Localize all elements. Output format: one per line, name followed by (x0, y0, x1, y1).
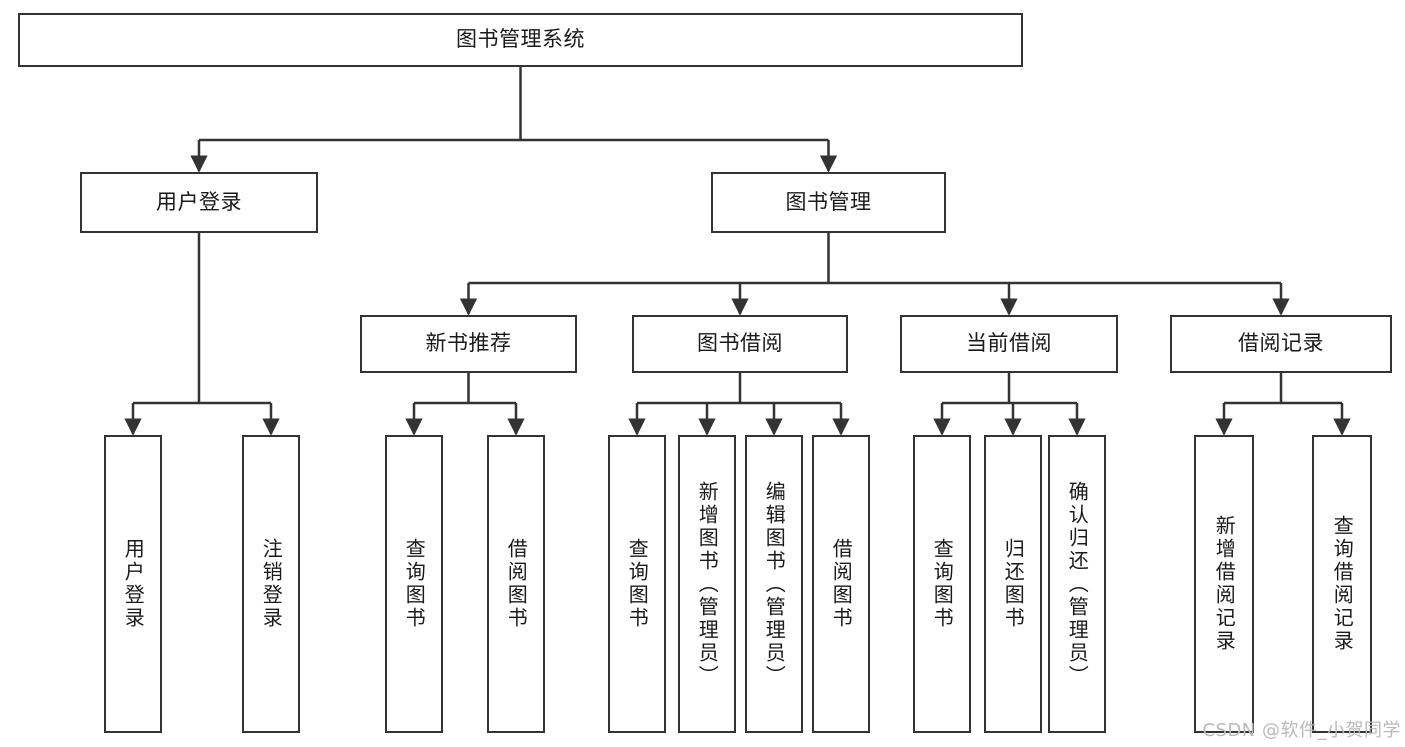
node-label: 注销登录 (259, 538, 284, 630)
node-label: 图书借阅 (697, 331, 783, 356)
node-label: 借阅图书 (829, 538, 854, 630)
node-label: 查询借阅记录 (1330, 515, 1355, 653)
node-label: 新书推荐 (425, 331, 512, 356)
node-book-borrow[interactable]: 图书借阅 (632, 315, 848, 373)
node-leaf-add-record[interactable]: 新增借阅记录 (1194, 435, 1254, 733)
node-label: 编辑图书（管理员） (762, 480, 787, 688)
node-leaf-query-book-3[interactable]: 查询图书 (913, 435, 971, 733)
node-label: 用户登录 (156, 189, 242, 214)
node-label: 新增图书（管理员） (695, 480, 720, 688)
node-leaf-confirm-ret[interactable]: 确认归还（管理员） (1048, 435, 1106, 733)
node-leaf-query-book-2[interactable]: 查询图书 (608, 435, 666, 733)
node-leaf-query-record[interactable]: 查询借阅记录 (1312, 435, 1372, 733)
node-label: 图书管理系统 (456, 27, 585, 52)
node-leaf-return-book[interactable]: 归还图书 (984, 435, 1042, 733)
node-label: 查询图书 (402, 538, 427, 630)
watermark-credit: CSDN @软件_小贺同学 (1202, 720, 1401, 741)
node-label: 图书管理 (785, 189, 872, 214)
node-borrow-record[interactable]: 借阅记录 (1170, 315, 1392, 373)
node-user-login[interactable]: 用户登录 (80, 172, 318, 233)
node-label: 确认归还（管理员） (1065, 480, 1090, 688)
node-label: 借阅记录 (1238, 331, 1324, 356)
node-root[interactable]: 图书管理系统 (18, 13, 1023, 67)
node-label: 新增借阅记录 (1212, 515, 1237, 653)
node-label: 用户登录 (121, 538, 146, 630)
node-label: 归还图书 (1001, 538, 1026, 630)
node-leaf-borrow-book-1[interactable]: 借阅图书 (487, 435, 545, 733)
node-label: 查询图书 (625, 538, 650, 630)
node-current-borrow[interactable]: 当前借阅 (900, 315, 1118, 373)
node-new-book-rec[interactable]: 新书推荐 (360, 315, 577, 373)
node-label: 借阅图书 (504, 538, 529, 630)
node-leaf-borrow-book-2[interactable]: 借阅图书 (812, 435, 870, 733)
node-leaf-add-book[interactable]: 新增图书（管理员） (678, 435, 736, 733)
node-leaf-logout[interactable]: 注销登录 (242, 435, 300, 733)
node-leaf-edit-book[interactable]: 编辑图书（管理员） (745, 435, 803, 733)
node-leaf-login[interactable]: 用户登录 (104, 435, 162, 733)
node-label: 当前借阅 (966, 331, 1052, 356)
node-leaf-query-book-1[interactable]: 查询图书 (385, 435, 443, 733)
node-book-manage[interactable]: 图书管理 (711, 172, 946, 233)
node-label: 查询图书 (930, 538, 955, 630)
